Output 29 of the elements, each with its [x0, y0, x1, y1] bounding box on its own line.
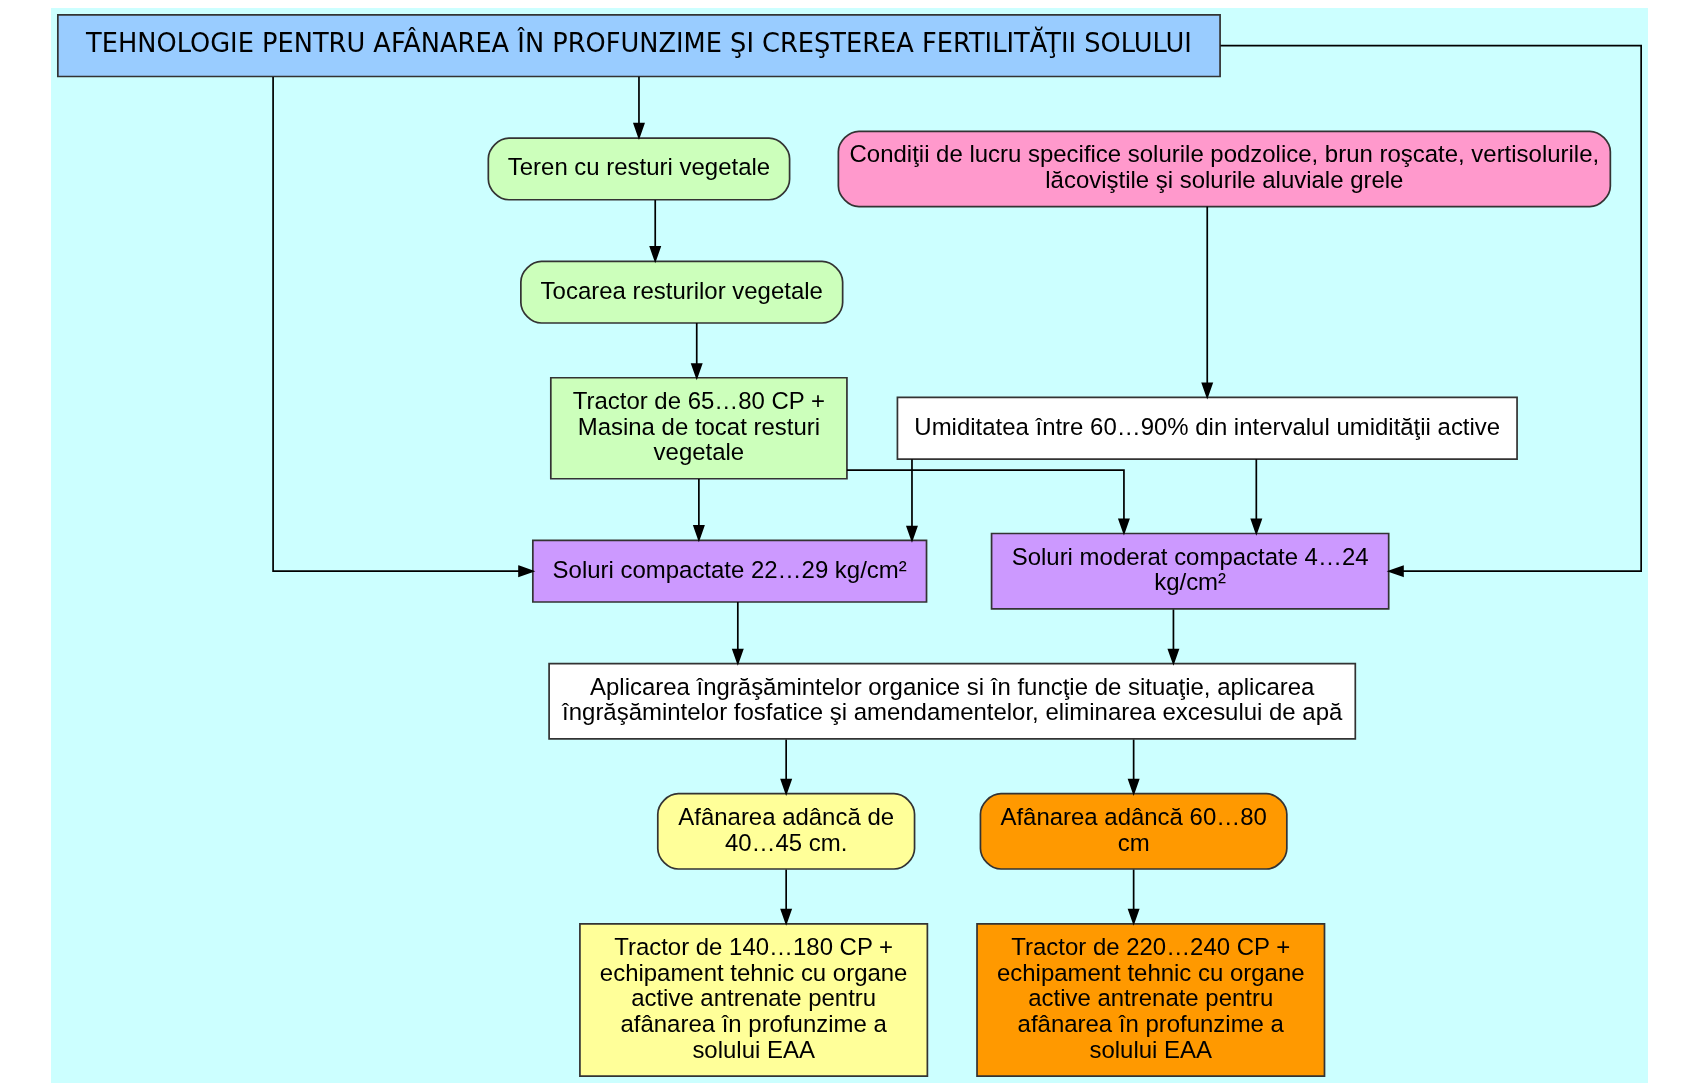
arrow — [692, 478, 705, 543]
node-box: Condiţii de lucru specifice solurile podzolice, brun roşcate, vertisolurile, lăcoviştile şi solurile aluviale grele — [837, 130, 1612, 208]
node-box: Teren cu resturi vegetale — [487, 137, 791, 201]
arrow — [690, 322, 703, 381]
node-box: TEHNOLOGIE PENTRU AFÂNAREA ÎN PROFUNZIME ŞI CREŞTEREA FERTILITĂŢII SOLULUI — [57, 14, 1221, 78]
node-box: Afânarea adâncă de 40…45 cm. — [656, 792, 916, 870]
arrow — [846, 469, 1130, 536]
node-box: Afânarea adâncă 60…80 cm — [979, 792, 1288, 870]
arrow — [731, 601, 744, 666]
node-box: Aplicarea îngrăşămintelor organice si în funcţie de situaţie, aplicarea îngrăşămintelor fosfatice şi amendamentelor, eliminarea excesului de apă — [548, 662, 1357, 740]
arrow — [1167, 608, 1180, 666]
arrow — [780, 868, 793, 926]
arrow — [780, 738, 793, 796]
arrow — [1201, 205, 1214, 400]
node-box: Tractor de 65…80 CP + Masina de tocat resturi vegetale — [549, 376, 848, 480]
arrow — [272, 76, 536, 578]
node-box: Tractor de 140…180 CP + echipament tehnic cu organe active antrenate pentru afânarea în profunzime a solului EAA — [579, 922, 929, 1077]
arrow — [905, 458, 918, 543]
node-box: Tractor de 220…240 CP + echipament tehnic cu organe active antrenate pentru afânarea în profunzime a solului EAA — [976, 922, 1326, 1077]
arrow — [1127, 738, 1140, 796]
arrow — [1127, 868, 1140, 926]
arrow — [1250, 458, 1263, 536]
arrow — [649, 199, 662, 264]
node-box: Soluri compactate 22…29 kg/cm² — [532, 539, 928, 603]
node-box: Soluri moderat compactate 4…24 kg/cm² — [990, 532, 1390, 610]
node-box: Tocarea resturilor vegetale — [520, 260, 844, 324]
node-box: Umiditatea între 60…90% din intervalul umidităţii active — [896, 396, 1518, 460]
arrow — [1219, 44, 1642, 578]
arrow — [632, 75, 645, 140]
